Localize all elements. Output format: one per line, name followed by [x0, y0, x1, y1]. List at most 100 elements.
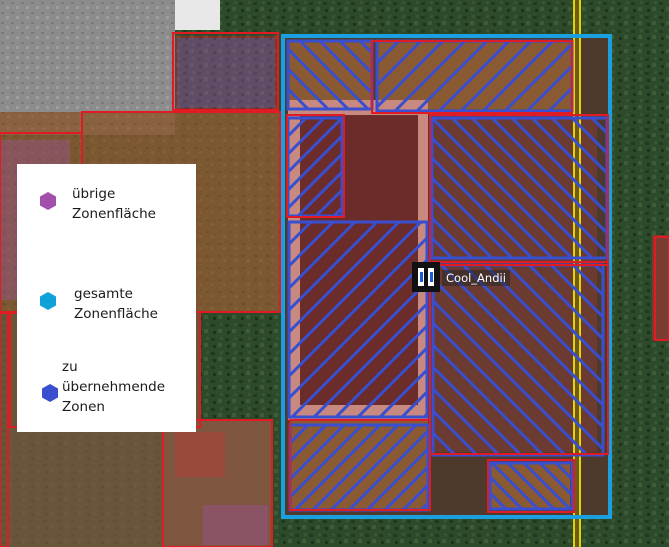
complex-building-right-lower: [432, 262, 597, 452]
hatch-line: [288, 46, 350, 109]
player-head-icon: [412, 262, 440, 292]
hatch-line: [432, 118, 574, 258]
hatch-line: [483, 265, 603, 386]
hatch-line: [490, 474, 524, 509]
hatch-line: [433, 364, 523, 455]
hatch-line: [459, 41, 533, 111]
hatch-line: [347, 428, 428, 510]
rail-track-inner: [575, 0, 579, 547]
hatch-line: [450, 118, 594, 258]
hatch-line: [298, 41, 370, 109]
hatch-line: [415, 41, 489, 111]
hatch-line: [525, 63, 572, 111]
other-zone-bottom: [203, 505, 268, 545]
takeover-zone-hatching: [289, 222, 427, 417]
hatch-line: [549, 265, 603, 320]
hatch-line: [329, 425, 418, 510]
hexagon-icon: [40, 192, 56, 210]
other-zone-top: [175, 36, 277, 110]
hatch-line: [461, 265, 603, 408]
takeover-zones: [286, 39, 609, 512]
bottom-building: [175, 432, 225, 477]
hexagon-icon: [42, 384, 58, 402]
hatch-line: [378, 367, 427, 417]
hatch-line: [288, 133, 342, 193]
hatch-line: [290, 425, 310, 446]
hatch-line: [356, 345, 427, 417]
hatch-line: [290, 425, 364, 500]
hatch-line: [289, 222, 423, 357]
hatch-line: [510, 118, 607, 216]
hexagon-icon: [40, 292, 56, 310]
hatch-line: [470, 118, 607, 256]
hatch-line: [288, 118, 342, 175]
hatch-line: [377, 41, 423, 88]
hatch-line: [554, 463, 572, 482]
hatch-line: [433, 386, 501, 455]
hatch-line: [401, 482, 428, 510]
hatch-line: [433, 298, 589, 455]
takeover-zone-hatching: [288, 41, 372, 109]
hatch-line: [293, 425, 382, 510]
hatch-line: [288, 118, 308, 139]
hatch-line: [432, 155, 534, 258]
map-legend: übrige Zonenfläche gesamte Zonenfläche z…: [17, 164, 196, 432]
hatch-line: [289, 257, 427, 401]
takeover-zone-hatching: [288, 118, 342, 216]
hatch-line: [481, 41, 555, 111]
hatch-line: [290, 425, 328, 464]
right-red-structure: [652, 235, 669, 340]
legend-label: gesamte Zonenfläche: [74, 286, 158, 322]
hatch-line: [432, 175, 514, 258]
hatch-line: [377, 41, 401, 66]
hatch-line: [570, 118, 607, 156]
hatch-line: [433, 342, 545, 455]
hatch-line: [393, 41, 467, 111]
takeover-zone-outline: [488, 461, 574, 511]
hatch-line: [289, 222, 357, 291]
hatch-line: [506, 463, 556, 509]
hatch-line: [314, 187, 342, 216]
hatch-line: [289, 222, 335, 269]
hatch-line: [288, 66, 330, 109]
hatch-line: [433, 408, 479, 455]
hatch-line: [338, 41, 372, 76]
hatch-line: [289, 235, 427, 379]
hatch-line: [433, 320, 567, 455]
takeover-zone-hatching: [433, 265, 603, 455]
hatch-line: [527, 265, 603, 342]
hatch-line: [432, 215, 474, 258]
snow-patch: [175, 0, 220, 30]
total-zone-border: [281, 34, 612, 519]
takeover-zone-hatching: [290, 425, 428, 510]
hatch-line: [432, 135, 554, 258]
hatch-line: [318, 41, 372, 96]
hatch-line: [289, 222, 379, 313]
legend-label: zu übernehmende Zonen: [62, 359, 166, 415]
legend-label: übrige Zonenfläche: [72, 186, 156, 222]
hatch-line: [439, 265, 603, 430]
hatch-line: [503, 41, 572, 111]
hatch-line: [311, 425, 400, 510]
hatch-line: [312, 301, 427, 417]
takeover-zone-hatching: [432, 118, 607, 258]
hatch-line: [289, 222, 401, 335]
hatch-line: [334, 323, 427, 417]
hatch-line: [505, 265, 603, 364]
hatch-line: [296, 169, 342, 216]
hatch-line: [288, 118, 326, 157]
hatch-line: [538, 463, 572, 498]
hatch-line: [490, 490, 508, 509]
hatch-line: [290, 279, 427, 417]
hatch-line: [433, 276, 603, 452]
hatch-line: [365, 446, 428, 510]
hatch-line: [530, 118, 607, 196]
hatch-line: [383, 464, 428, 510]
hatch-line: [377, 41, 445, 110]
hatch-line: [550, 118, 607, 176]
hatch-line: [522, 463, 572, 509]
inner-red-borders: [286, 40, 609, 513]
player-name-label: Cool_Andii: [442, 270, 510, 286]
hatch-line: [490, 463, 540, 509]
hatch-line: [288, 151, 342, 211]
